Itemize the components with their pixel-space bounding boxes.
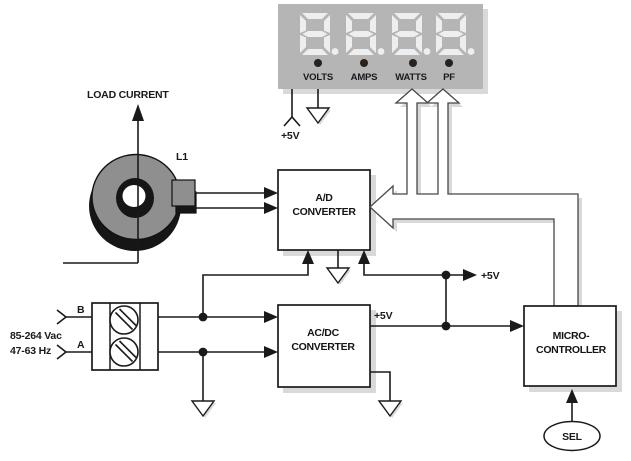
micro-box xyxy=(523,305,617,387)
amps-label: AMPS xyxy=(351,72,378,83)
acdc-output-label: +5V xyxy=(374,310,393,322)
ad-bottom-wiring xyxy=(202,250,463,326)
ground-icon xyxy=(305,107,331,125)
rail-label: +5V xyxy=(481,270,500,282)
led-display: VOLTS AMPS WATTS PF xyxy=(278,4,488,94)
toroid-tab xyxy=(171,179,196,207)
ad-label-line2: CONVERTER xyxy=(292,206,356,218)
watts-label: WATTS xyxy=(395,72,427,83)
micro-label-line2: CONTROLLER xyxy=(536,344,607,356)
input-chevron-icon xyxy=(56,344,68,360)
data-bus xyxy=(369,88,582,310)
acdc-label-line2: CONVERTER xyxy=(291,341,355,353)
acdc-box xyxy=(277,304,371,388)
pf-indicator-dot xyxy=(445,59,453,67)
wire-arrowhead-icon xyxy=(264,187,278,199)
indicator-dots xyxy=(314,59,453,67)
current-transformer xyxy=(89,153,197,251)
neutral-ground xyxy=(190,400,216,418)
acdc-output-wiring xyxy=(370,325,511,401)
display-supply-stub xyxy=(283,89,301,127)
acdc-converter-block: AC/DC CONVERTER xyxy=(277,304,376,393)
ground-icon xyxy=(377,400,403,418)
ad-label-line1: A/D xyxy=(315,192,333,204)
microcontroller-block: MICRO- CONTROLLER xyxy=(523,305,622,392)
ad-box xyxy=(277,169,371,251)
rail-arrowhead-icon xyxy=(463,269,477,281)
display-ground xyxy=(305,89,331,125)
ad-converter-block: A/D CONVERTER xyxy=(277,169,376,256)
wire-arrowhead-icon xyxy=(264,346,278,358)
sel-oval xyxy=(543,420,601,452)
acdc-label-line1: AC/DC xyxy=(307,327,339,339)
wire-arrowhead-icon xyxy=(264,202,278,214)
watts-indicator-dot xyxy=(409,59,417,67)
terminal-block xyxy=(91,302,159,371)
ct-secondary-wires xyxy=(195,192,266,209)
ground-icon xyxy=(325,267,351,285)
junction-dots xyxy=(198,270,451,357)
ad-ground xyxy=(325,267,351,285)
junction-dot xyxy=(441,321,451,331)
wire-arrowhead-icon xyxy=(264,311,278,323)
junction-dot xyxy=(198,312,208,322)
supply-chevron-icon xyxy=(283,115,301,127)
load-current-label: LOAD CURRENT xyxy=(87,89,169,101)
load-current-arrowhead-icon xyxy=(132,104,144,121)
inductor-label: L1 xyxy=(176,151,188,163)
terminal-b-label: B xyxy=(77,304,85,316)
micro-label-line1: MICRO- xyxy=(553,330,590,342)
toroid-hole xyxy=(122,185,146,207)
ground-icon xyxy=(190,400,216,418)
bus-arrow-icon xyxy=(369,88,579,307)
pf-label: PF xyxy=(443,72,455,83)
sel-arrowhead-icon xyxy=(566,389,578,403)
volts-indicator-dot xyxy=(314,59,322,67)
amps-indicator-dot xyxy=(360,59,368,67)
input-chevron-icon xyxy=(56,309,68,325)
volts-label: VOLTS xyxy=(303,72,333,83)
junction-dot xyxy=(441,270,451,280)
mains-frequency-label: 47-63 Hz xyxy=(10,345,51,357)
wire-arrowhead-icon xyxy=(358,250,370,264)
mains-wires xyxy=(56,309,265,401)
sel-label: SEL xyxy=(562,431,583,443)
select-button: SEL xyxy=(543,389,601,452)
wire-arrowhead-icon xyxy=(302,250,314,264)
junction-dot xyxy=(198,347,208,357)
load-current-path xyxy=(63,120,139,264)
terminal-a-label: A xyxy=(77,339,85,351)
mains-voltage-label: 85-264 Vac xyxy=(10,330,62,342)
acdc-ground xyxy=(377,400,403,418)
display-supply-label: +5V xyxy=(281,130,300,142)
wire-arrowhead-icon xyxy=(510,320,524,332)
